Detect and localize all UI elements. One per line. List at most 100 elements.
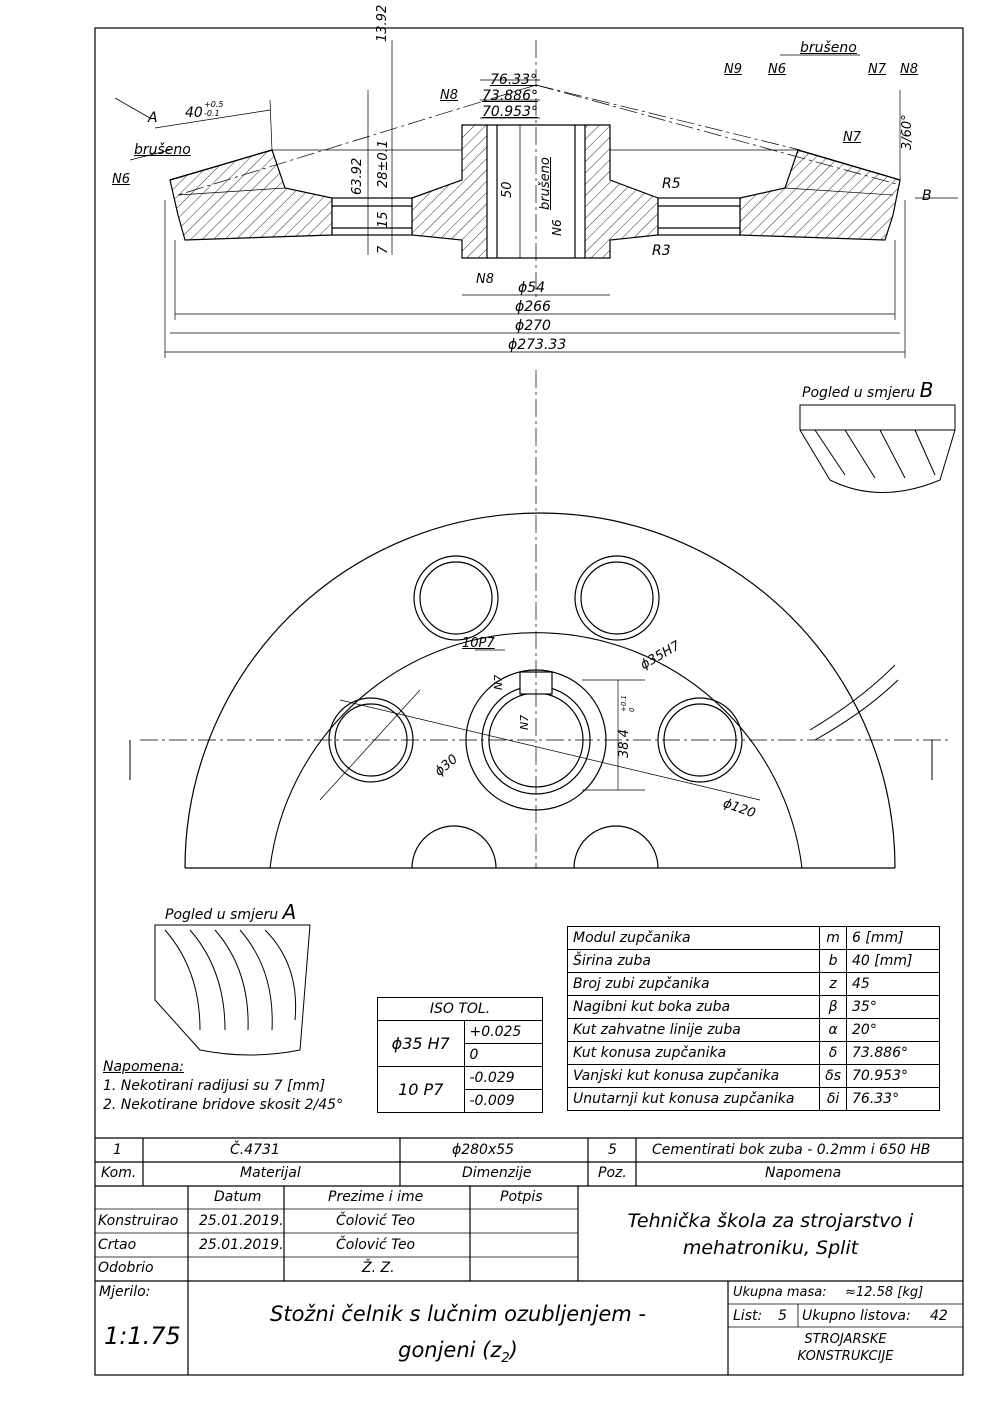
gear-param-name: Kut zahvatne linije zuba [566,1018,821,1042]
outer-circle [184,512,896,869]
view-b-title: Pogled u smjeru B [802,378,934,402]
gear-param-name: Vanjski kut konusa zupčanika [566,1064,821,1088]
surface-n8-bottom: N8 [476,272,494,287]
gear-param-symbol: m [819,926,847,950]
parts-header-kom: Kom. [101,1165,137,1181]
dim-d270: ϕ270 [515,318,551,334]
gear-param-symbol: δs [819,1064,847,1088]
mass-label: Ukupna masa: [733,1285,827,1300]
parts-header-poz: Poz. [598,1165,627,1181]
notes-heading: Napomena: [103,1059,184,1075]
surface-n8-top-right: N8 [900,62,918,77]
ground-label-left: brušeno [134,142,191,158]
view-b [799,404,956,493]
gear-param-name: Broj zubi zupčanika [566,972,821,996]
dim-angle-73: 73.886° [482,88,538,104]
date-1: 25.01.2019. [199,1213,284,1229]
dim-15: 15 [376,211,391,228]
gear-param-value: 76.33° [846,1087,940,1111]
gear-param-symbol: z [819,972,847,996]
dim-3-60: 3/60° [900,114,915,150]
gear-param-value: 73.886° [846,1041,940,1065]
notes: Napomena: 1. Nekotirani radijusi su 7 [m… [103,1058,343,1115]
total-sheets-label: Ukupno listova: [802,1308,911,1324]
section-view [114,40,958,358]
dim-40: 40 [185,105,203,121]
gear-param-name: Unutarnji kut konusa zupčanika [566,1087,821,1111]
surface-n6-left: N6 [112,172,130,187]
role-2: Crtao [98,1237,137,1253]
parts-material: Č.4731 [230,1142,280,1158]
iso-fit-2: 10 P7 [377,1066,465,1113]
dim-d273: ϕ273.33 [508,337,567,353]
parts-kom: 1 [113,1142,122,1158]
surface-n8-top: N8 [440,88,458,103]
dim-d54: ϕ54 [518,280,546,296]
view-arrow-a: A [148,110,158,126]
radius-r5: R5 [662,176,681,192]
view-a-title: Pogled u smjeru A [165,900,297,924]
dim-13-92: 13.92 [375,4,390,42]
parts-note: Cementirati bok zuba - 0.2mm i 650 HB [652,1142,931,1158]
surface-n9: N9 [724,62,742,77]
role-3: Odobrio [98,1260,154,1276]
mass-value: ≈12.58 [kg] [845,1285,924,1300]
dim-7: 7 [376,245,391,254]
sheet-number: 5 [778,1308,787,1324]
iso-upper-1: +0.025 [463,1020,543,1044]
surface-n7-top: N7 [868,62,886,77]
col-name: Prezime i ime [328,1189,424,1205]
surface-n6-top: N6 [768,62,786,77]
hub-tol-minus: 0 [628,707,636,712]
school-name: Tehnička škola za strojarstvo i mehatron… [627,1210,914,1259]
col-sign: Potpis [500,1189,543,1205]
name-1: Čolović Teo [336,1213,416,1229]
iso-upper-2: -0.029 [463,1066,543,1090]
gear-param-name: Modul zupčanika [566,926,821,950]
dim-40-tol-minus: -0.1 [204,109,220,118]
parts-header-material: Materijal [240,1165,301,1181]
title-block-lines [95,1137,963,1375]
dim-63-92: 63.92 [350,157,365,195]
iso-tol-table: ISO TOL. ϕ35 H7 +0.025 0 10 P7 -0.029 -0… [377,997,543,1113]
parts-header-note: Napomena [765,1165,842,1181]
ground-label-top: brušeno [800,40,857,56]
hub-tol-plus: +0.1 [620,695,628,712]
view-a [154,924,311,1056]
dim-28: 28±0.1 [376,139,391,188]
gear-param-symbol: α [819,1018,847,1042]
date-2: 25.01.2019. [199,1237,284,1253]
dim-d266: ϕ266 [515,299,551,315]
radius-r3: R3 [652,243,671,259]
gear-param-symbol: δi [819,1087,847,1111]
hub-dim-label: 38.4 [617,729,632,758]
note-1: 1. Nekotirani radijusi su 7 [mm] [103,1078,326,1094]
dim-50: 50 [500,181,515,198]
department: STROJARSKE KONSTRUKCIJE [797,1332,894,1364]
gear-param-name: Širina zuba [566,949,821,973]
gear-param-name: Nagibni kut boka zuba [566,995,821,1019]
parts-dimension: ϕ280x55 [452,1142,515,1158]
role-1: Konstruirao [98,1213,179,1229]
gear-param-symbol: δ [819,1041,847,1065]
gear-param-value: 45 [846,972,940,996]
drawing-title: Stožni čelnik s lučnim ozubljenjem - gon… [270,1302,646,1367]
gear-param-value: 70.953° [846,1064,940,1088]
iso-fit-1: ϕ35 H7 [377,1020,465,1067]
surface-n6-bore: N6 [550,219,564,236]
surface-n7-key: N7 [492,674,505,690]
dim-angle-70: 70.953° [482,104,538,120]
surface-n7-right: N7 [843,130,861,145]
iso-lower-1: 0 [463,1043,543,1067]
name-3: Ž. Z. [362,1260,395,1276]
iso-lower-2: -0.009 [463,1089,543,1113]
